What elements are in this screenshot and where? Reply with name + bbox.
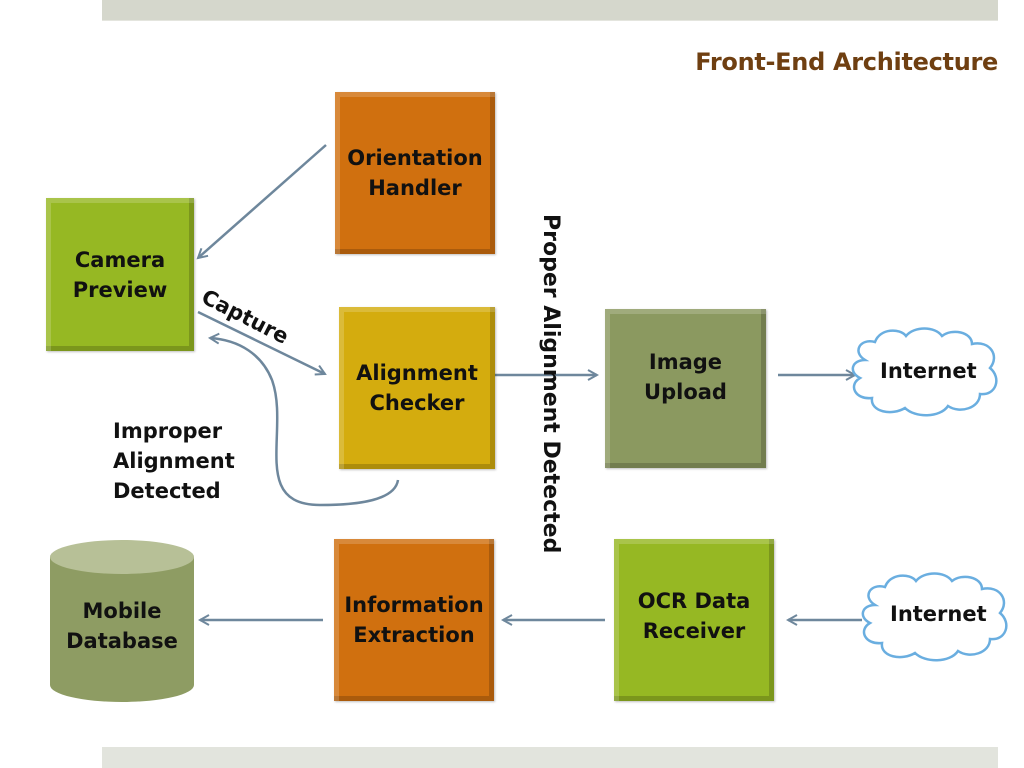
camera-preview-node: Camera Preview bbox=[46, 198, 194, 351]
cloud-icon bbox=[851, 327, 998, 417]
mobile-database-label: Mobile Database bbox=[66, 599, 178, 653]
header-band bbox=[102, 0, 998, 21]
arrow-capture bbox=[197, 310, 325, 374]
improper-alignment-label: Improper Alignment Detected bbox=[113, 419, 235, 503]
alignment-checker-node: Alignment Checker bbox=[339, 307, 495, 469]
orientation-handler-node: Orientation Handler bbox=[335, 92, 495, 254]
footer-band bbox=[102, 747, 998, 768]
database-icon bbox=[50, 540, 194, 702]
internet-top-label: Internet bbox=[880, 359, 977, 383]
cloud-icon bbox=[861, 572, 1008, 662]
arrow-improper-alignment bbox=[210, 338, 400, 507]
proper-alignment-label: Proper Alignment Detected bbox=[538, 214, 563, 554]
ocr-data-receiver-node: OCR Data Receiver bbox=[614, 539, 774, 701]
image-upload-node: Image Upload bbox=[605, 309, 766, 468]
internet-bottom-label: Internet bbox=[890, 602, 987, 626]
page-title: Front-End Architecture bbox=[695, 48, 998, 76]
information-extraction-node: Information Extraction bbox=[334, 539, 494, 701]
arrow-orientation-to-camera bbox=[198, 144, 327, 258]
